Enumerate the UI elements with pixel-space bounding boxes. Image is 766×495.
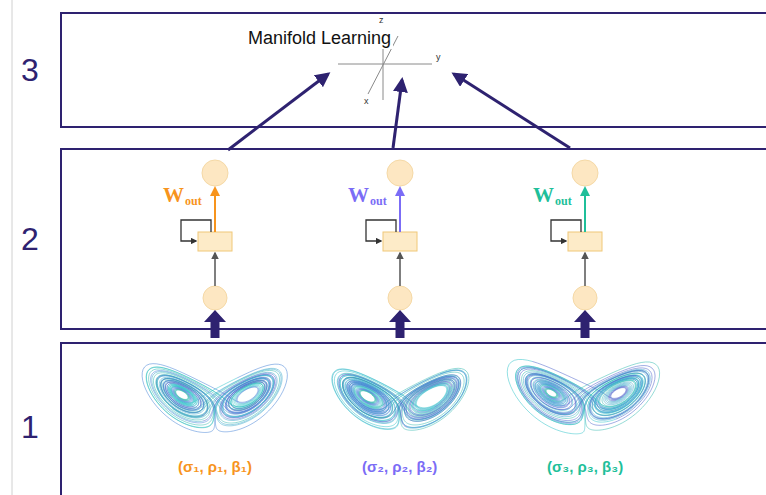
parameter-label: (σ₁, ρ₁, β₁) (178, 458, 252, 475)
trajectory (525, 366, 655, 426)
trajectory (151, 371, 275, 423)
output-node (202, 160, 228, 186)
hidden-state (568, 232, 602, 251)
input-node (573, 286, 597, 310)
input-node (388, 286, 412, 310)
lorenz-attractors (142, 359, 659, 433)
trajectory (172, 403, 214, 419)
trajectory (535, 381, 564, 406)
trajectory (407, 370, 467, 428)
block-arrow (204, 310, 226, 338)
trajectory (146, 367, 267, 428)
y-axis (338, 64, 432, 65)
axis-label: x (364, 96, 369, 106)
output-node (572, 160, 598, 186)
layer-number: 3 (12, 52, 48, 89)
output-arrows (228, 74, 570, 150)
rnn-cell (551, 160, 602, 310)
block-arrow (574, 310, 596, 338)
trajectory (348, 382, 390, 416)
input-arrow (584, 253, 586, 286)
readout-arrow (584, 188, 586, 232)
weight-subscript: out (185, 195, 202, 209)
input-node (203, 286, 227, 310)
layer-number: 1 (12, 409, 48, 446)
layer-band: 2 (60, 148, 766, 330)
axis-label: y (436, 52, 441, 62)
axis-label: z (379, 15, 384, 25)
input-arrows (204, 310, 596, 338)
margin-rule (12, 0, 13, 495)
trajectory (214, 373, 276, 419)
readout-arrow (399, 188, 401, 232)
trajectory (518, 368, 643, 422)
input-arrow (214, 253, 216, 286)
trajectory (516, 366, 645, 424)
layer-title: Manifold Learning (246, 28, 393, 49)
hidden-state (383, 232, 417, 251)
trajectory (142, 364, 259, 433)
rnn-cells (181, 160, 602, 310)
recurrent-loop (551, 220, 581, 241)
readout-to-manifold-arrow (228, 74, 328, 150)
recurrent-loop (181, 220, 211, 241)
readout-to-manifold-arrow (454, 74, 570, 148)
rnn-cell (366, 160, 417, 310)
hidden-state (198, 232, 232, 251)
weight-symbol: W (163, 183, 184, 207)
weight-subscript: out (555, 195, 572, 209)
layer-number: 2 (12, 221, 48, 258)
rnn-cell (181, 160, 232, 310)
readout-arrow (214, 188, 216, 232)
parameter-label: (σ₃, ρ₃, β₃) (547, 458, 623, 475)
input-arrow (399, 253, 401, 286)
readout-to-manifold-arrow (393, 80, 402, 148)
trajectory (339, 375, 459, 428)
parameter-label: (σ₂, ρ₂, β₂) (362, 458, 437, 475)
weight-symbol: W (533, 183, 554, 207)
output-node (387, 160, 413, 186)
trajectory (340, 375, 459, 420)
block-arrow (389, 310, 411, 338)
weight-symbol: W (348, 183, 369, 207)
lorenz-attractor (507, 359, 659, 433)
recurrent-loop (366, 220, 396, 241)
lorenz-attractor (142, 364, 287, 433)
lorenz-attractor (332, 368, 469, 430)
weight-subscript: out (370, 195, 387, 209)
layer-band: 3Manifold Learning (60, 12, 766, 128)
